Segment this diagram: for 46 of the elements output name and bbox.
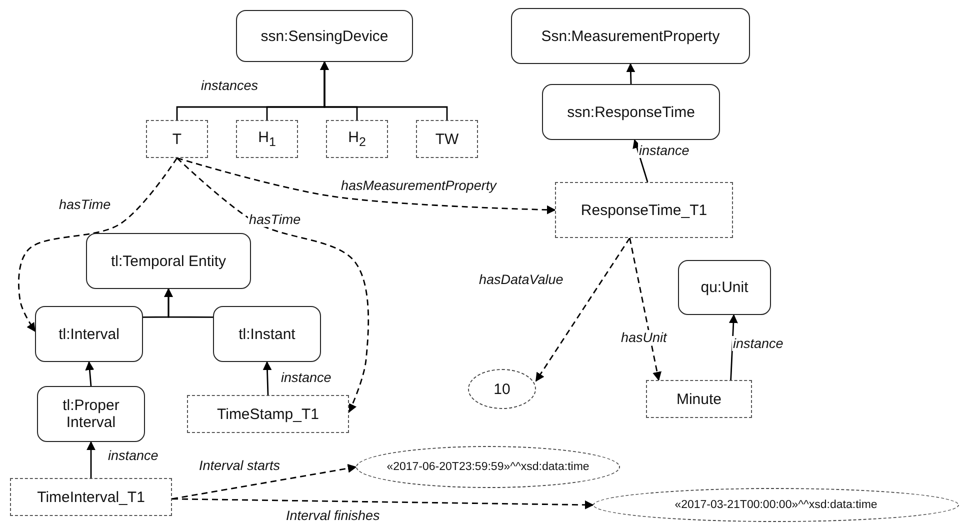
instance-box: TimeInterval_T1 (10, 478, 172, 516)
edge-label: hasTime (58, 197, 112, 212)
class-box: ssn:SensingDevice (236, 10, 413, 62)
arrow (320, 61, 448, 120)
dashed-arrow (629, 238, 662, 381)
edge-label: instance (732, 336, 784, 351)
dashed-arrow (172, 464, 357, 500)
instance-box: H$_{1}$ (236, 120, 298, 158)
instance-box: H$_{2}$ (326, 120, 388, 158)
arrow (728, 314, 738, 380)
arrow (85, 361, 94, 386)
dashed-arrow (176, 157, 556, 214)
dashed-arrow (172, 498, 594, 510)
class-box: qu:Unit (678, 260, 771, 315)
arrow (86, 441, 96, 478)
class-box: ssn:ResponseTime (542, 84, 720, 140)
instance-box: ResponseTime_T1 (555, 182, 733, 238)
instance-box: TimeStamp_T1 (187, 395, 349, 433)
instance-box: T (146, 120, 208, 158)
edge-label: instance (107, 448, 160, 463)
class-box: tl:Proper Interval (37, 386, 145, 442)
edge-label: hasDataValue (478, 272, 564, 287)
dashed-arrow (176, 158, 370, 413)
class-box: tl:Temporal Entity (86, 233, 251, 289)
edge-label: instances (200, 78, 260, 93)
edge-label: Interval starts (198, 458, 282, 473)
class-box: tl:Interval (35, 306, 143, 362)
instance-box: TW (416, 120, 478, 158)
class-box: Ssn:MeasurementProperty (511, 8, 750, 64)
edge-label: instance (280, 370, 332, 385)
edge-label: instance (638, 143, 690, 158)
literal-ellipse: «2017-06-20T23:59:59»^^xsd:data:time (356, 446, 620, 488)
literal-ellipse: 10 (468, 369, 536, 409)
arrow (632, 139, 648, 182)
edge-label: hasMeasurementProperty (340, 178, 498, 193)
instance-box: Minute (646, 380, 752, 418)
edge-label: hasUnit (620, 330, 668, 345)
literal-ellipse: «2017-03-21T00:00:00»^^xsd:data:time (593, 488, 959, 522)
edge-label: hasTime (248, 212, 302, 227)
arrow (164, 288, 213, 318)
arrow (626, 63, 636, 84)
dashed-arrow (18, 158, 178, 332)
arrow (262, 361, 272, 396)
edge-label: Interval finishes (285, 508, 381, 523)
dashed-arrow (535, 238, 630, 382)
class-box: tl:Instant (213, 306, 321, 362)
